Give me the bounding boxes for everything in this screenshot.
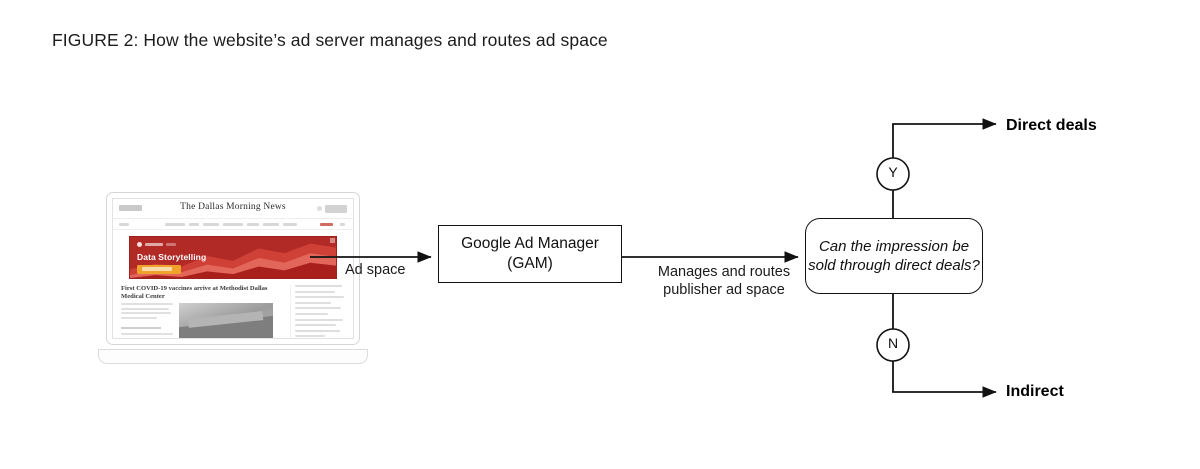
ad-brand-logo (137, 242, 176, 247)
branch-label-yes: Y (888, 164, 898, 180)
nav-highlight (320, 222, 333, 226)
edge-label-ad-space: Ad space (345, 262, 406, 278)
outcome-direct-deals: Direct deals (1006, 117, 1097, 134)
ad-artwork (130, 237, 336, 278)
article-headline[interactable]: First COVID-19 vaccines arrive at Method… (121, 285, 268, 301)
menu-placeholder-icon (119, 205, 142, 211)
subscribe-button[interactable] (325, 204, 347, 213)
decision-label: Can the impression be sold through direc… (808, 238, 980, 274)
node-decision-direct-deals[interactable]: Can the impression be sold through direc… (805, 218, 983, 294)
branch-label-no: N (887, 335, 899, 351)
gam-label-line2: (GAM) (507, 255, 553, 272)
webpage-nav[interactable] (113, 219, 353, 230)
article-subheading (121, 327, 161, 330)
branch-circle-no (876, 328, 910, 362)
laptop-device: The Dallas Morning News (98, 192, 368, 372)
laptop-lid: The Dallas Morning News (106, 192, 360, 345)
webpage-topbar: The Dallas Morning News (113, 199, 353, 219)
webpage-sidebar[interactable] (290, 285, 347, 338)
laptop-screen: The Dallas Morning News (112, 198, 354, 339)
branch-circle-yes (876, 157, 910, 191)
close-icon[interactable] (330, 238, 335, 243)
edge-label-manages-routes: Manages and routes publisher ad space (657, 264, 791, 298)
node-google-ad-manager[interactable]: Google Ad Manager (GAM) (438, 225, 622, 283)
article-body-lines-2 (121, 333, 173, 338)
article-photo (179, 303, 273, 338)
webpage-masthead: The Dallas Morning News (180, 202, 286, 212)
outcome-indirect: Indirect (1006, 383, 1064, 400)
article-body-lines (121, 303, 173, 321)
search-icon (317, 206, 322, 211)
ad-banner-slot[interactable]: Data Storytelling (129, 236, 337, 279)
gam-label-line1: Google Ad Manager (461, 235, 599, 252)
ad-cta-button[interactable] (137, 265, 181, 274)
figure-title: FIGURE 2: How the website’s ad server ma… (52, 30, 608, 50)
ad-headline: Data Storytelling (137, 252, 207, 262)
laptop-base (98, 349, 368, 364)
